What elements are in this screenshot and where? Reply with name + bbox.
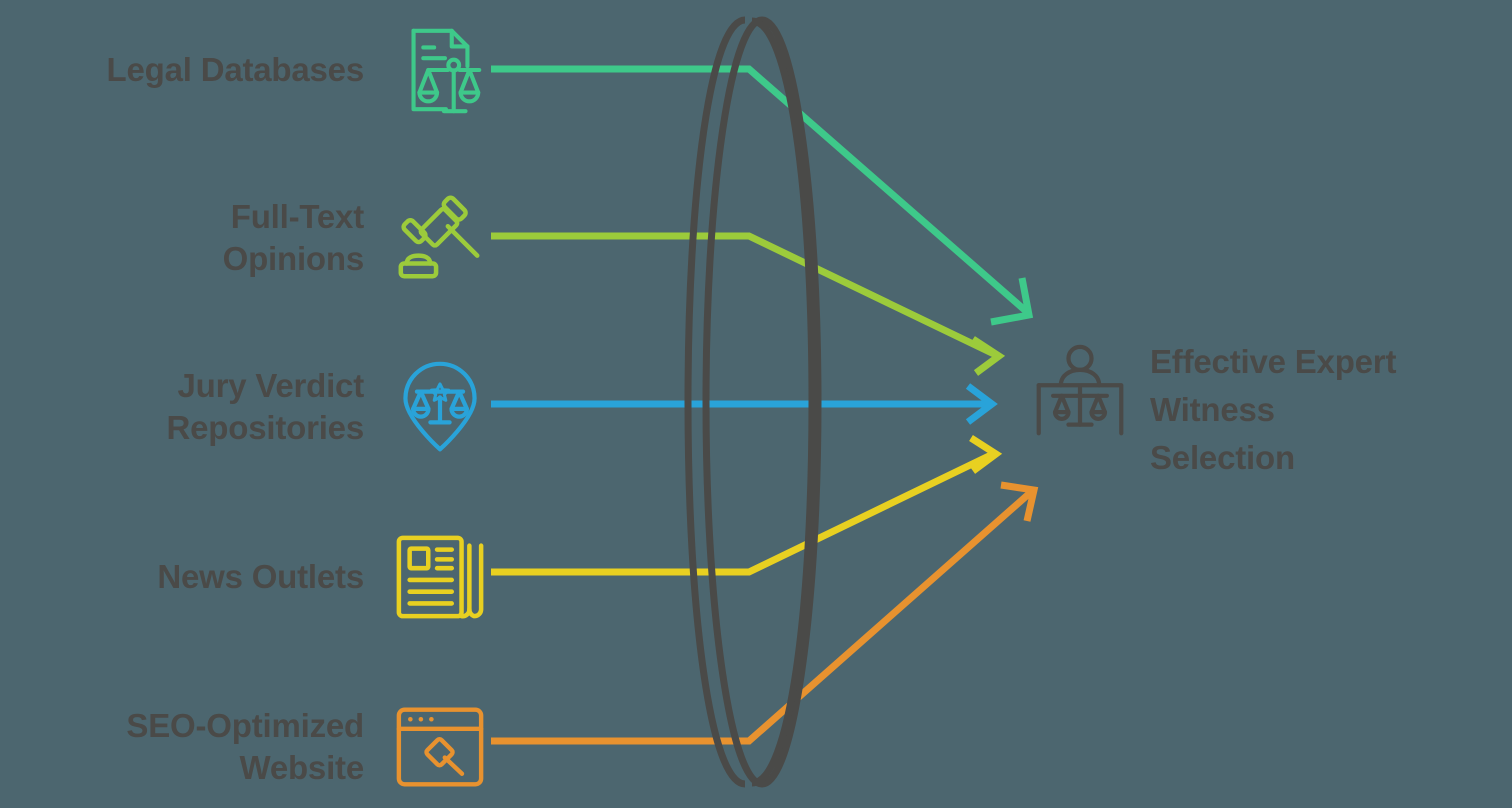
flow-line-full-text-opinions: [491, 232, 998, 359]
flow-line-seo-optimized-website: [491, 489, 1034, 745]
browser-gavel-icon: [390, 697, 490, 797]
lens-arc-inner-2: [751, 17, 816, 787]
flow-line-legal-databases: [491, 65, 1030, 315]
target-label: Effective Expert Witness Selection: [1150, 343, 1397, 477]
map-pin-scales-icon: [390, 357, 490, 457]
arrowhead-news-outlets: [969, 435, 1003, 474]
arrowhead-seo-optimized-website: [1000, 481, 1039, 522]
target-group: Effective Expert Witness Selection: [1030, 330, 1460, 483]
gavel-icon: [390, 188, 490, 288]
source-label-news-outlets: News Outlets: [157, 557, 364, 595]
source-label-jury-verdict-repositories: Jury Verdict Repositories: [166, 366, 365, 446]
arrowhead-legal-databases: [990, 277, 1034, 326]
source-row-jury-verdict-repositories: Jury Verdict Repositories: [0, 352, 490, 462]
flow-line-news-outlets: [491, 450, 995, 576]
newspaper-icon: [390, 527, 490, 627]
source-label-seo-optimized-website: SEO-Optimized Website: [126, 706, 364, 786]
source-label-full-text-opinions: Full-Text Opinions: [222, 197, 365, 277]
lens-ellipse-outer: [702, 16, 822, 788]
arrowhead-jury-verdict-repositories: [965, 383, 998, 425]
source-row-seo-optimized-website: SEO-Optimized Website: [0, 692, 490, 802]
judge-bench-icon: [1030, 330, 1130, 440]
source-row-full-text-opinions: Full-Text Opinions: [0, 183, 490, 293]
lens-arc-inner-1: [684, 16, 746, 788]
arrowhead-full-text-opinions: [971, 336, 1006, 376]
source-row-legal-databases: Legal Databases: [0, 15, 490, 125]
document-scales-icon: [390, 20, 490, 120]
source-row-news-outlets: News Outlets: [0, 522, 490, 632]
source-label-legal-databases: Legal Databases: [106, 50, 365, 88]
